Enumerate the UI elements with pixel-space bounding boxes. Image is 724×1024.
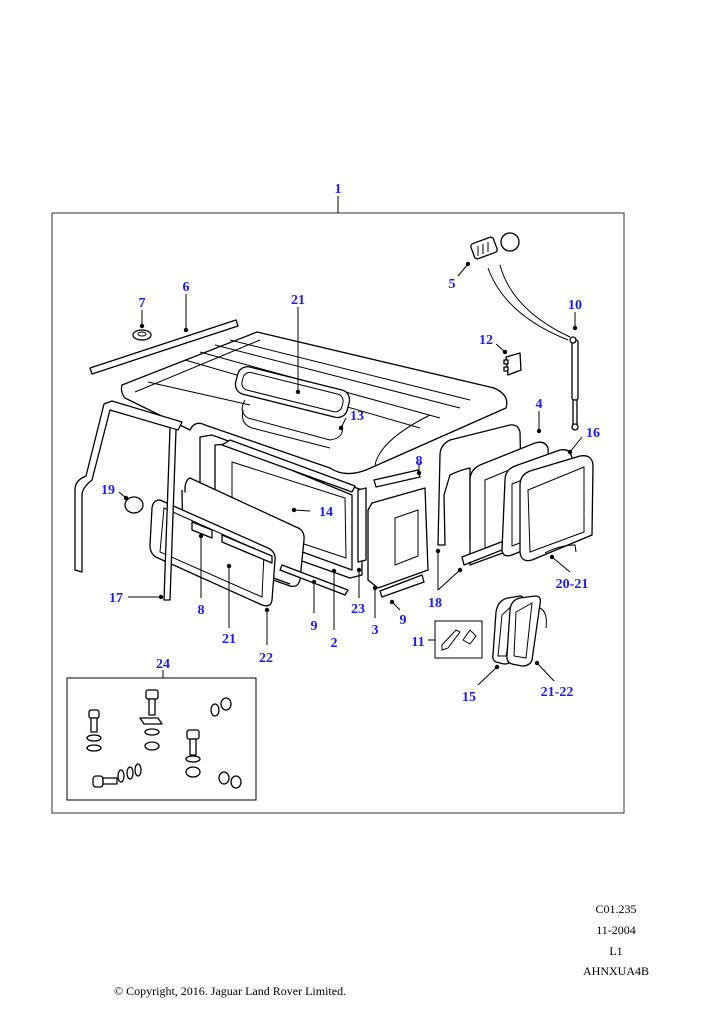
seal-part-13[interactable] xyxy=(241,399,343,449)
rear-quarter-part-3[interactable] xyxy=(367,469,429,598)
callout-23[interactable]: 23 xyxy=(351,602,365,617)
knob-part-5[interactable] xyxy=(470,232,520,260)
callout-21-22[interactable]: 21-22 xyxy=(541,685,574,700)
callout-8-right[interactable]: 8 xyxy=(416,454,423,469)
seal-part-17[interactable] xyxy=(74,400,183,601)
trim-part-23[interactable] xyxy=(357,487,367,563)
badge-part-19[interactable] xyxy=(124,496,144,514)
fixings-kit-part-24[interactable] xyxy=(66,677,257,801)
callout-8-left[interactable]: 8 xyxy=(198,603,205,618)
leader-lines xyxy=(118,261,583,686)
callout-2[interactable]: 2 xyxy=(331,636,338,651)
callout-7[interactable]: 7 xyxy=(139,296,146,311)
callout-22[interactable]: 22 xyxy=(259,651,273,666)
window-frame-part-22[interactable] xyxy=(149,499,276,607)
callout-18[interactable]: 18 xyxy=(428,596,442,611)
callout-17[interactable]: 17 xyxy=(109,591,123,606)
callout-6[interactable]: 6 xyxy=(183,280,190,295)
callout-10[interactable]: 10 xyxy=(568,298,582,313)
gas-strut-part-10[interactable] xyxy=(569,336,579,431)
callout-13[interactable]: 13 xyxy=(350,409,364,424)
callout-16[interactable]: 16 xyxy=(586,426,600,441)
callout-12[interactable]: 12 xyxy=(479,333,493,348)
bracket-part-11[interactable] xyxy=(434,620,483,659)
seal-part-21-22[interactable] xyxy=(506,595,547,667)
callout-20-21[interactable]: 20-21 xyxy=(556,577,589,592)
callout-9-left[interactable]: 9 xyxy=(311,619,318,634)
callout-24[interactable]: 24 xyxy=(156,657,170,672)
seal-part-21-top[interactable] xyxy=(233,365,351,420)
copyright-notice: © Copyright, 2016. Jaguar Land Rover Lim… xyxy=(114,984,347,998)
roof-strip-part-6[interactable] xyxy=(89,319,239,375)
callout-11[interactable]: 11 xyxy=(411,635,424,650)
callout-21-bottom[interactable]: 21 xyxy=(222,632,236,647)
callout-15[interactable]: 15 xyxy=(462,690,476,705)
callout-21-top[interactable]: 21 xyxy=(291,293,305,308)
illustration-id: AHNXUA4B xyxy=(583,964,649,978)
callout-3[interactable]: 3 xyxy=(372,623,379,638)
callout-4[interactable]: 4 xyxy=(536,397,543,412)
callout-19[interactable]: 19 xyxy=(101,483,115,498)
callout-5[interactable]: 5 xyxy=(449,277,456,292)
level-code: L1 xyxy=(609,944,623,958)
illustration-date: 11-2004 xyxy=(596,923,636,937)
cable xyxy=(499,264,571,338)
clip-part-12[interactable] xyxy=(503,352,522,376)
callout-9-right[interactable]: 9 xyxy=(400,613,407,628)
seal-part-20-21[interactable] xyxy=(519,455,594,562)
callout-14[interactable]: 14 xyxy=(319,505,333,520)
ref-code: C01.235 xyxy=(595,902,637,916)
callout-1[interactable]: 1 xyxy=(335,182,342,197)
cable xyxy=(487,267,569,341)
grommet-part-7[interactable] xyxy=(132,329,152,341)
